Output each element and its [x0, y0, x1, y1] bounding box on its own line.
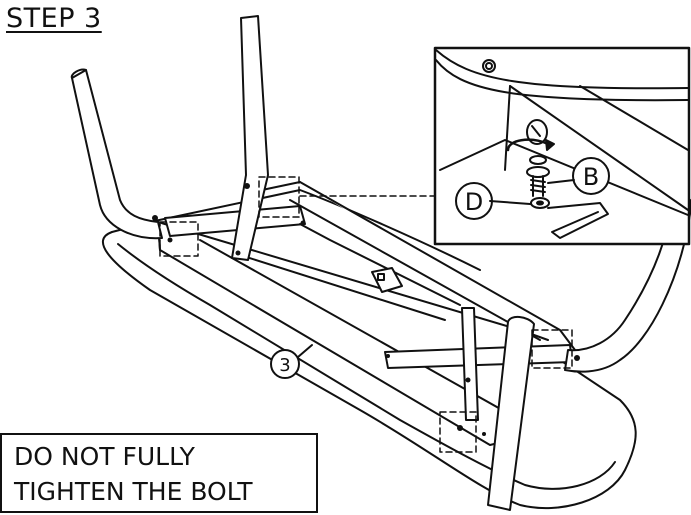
step-title: STEP 3 [6, 3, 102, 34]
leg-front-left [461, 307, 535, 511]
bolt-highlight-boxes [159, 176, 573, 453]
bolt-holes [152, 183, 580, 436]
center-clip [371, 267, 403, 293]
warning-line-2: TIGHTEN THE BOLT [14, 477, 253, 506]
long-rail-part-3 [157, 181, 576, 446]
callout-circle-b [572, 157, 610, 195]
callout-3-label: 3 [279, 355, 290, 376]
warning-line-1: DO NOT FULLY [14, 442, 195, 471]
callout-circle-3 [270, 349, 300, 379]
callout-d-label: D [465, 188, 483, 216]
leg-back-right [231, 15, 269, 261]
warning-box: DO NOT FULLY TIGHTEN THE BOLT [0, 433, 318, 513]
callout-b-label: B [583, 163, 599, 191]
callout-circles [270, 157, 610, 379]
leg-back-left [70, 68, 163, 240]
